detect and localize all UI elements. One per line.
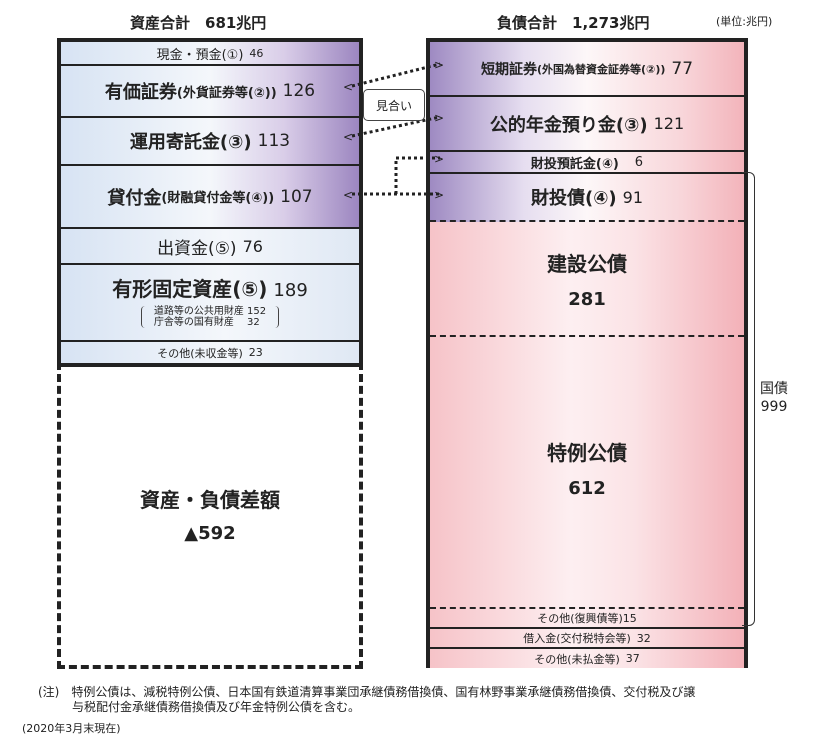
- arrowhead-icon: >: [434, 188, 444, 202]
- liab-filp-deposit: 財投預託金(④) 6: [430, 152, 744, 174]
- label: 特例公債: [547, 441, 627, 465]
- label: 現金・預金(①): [156, 47, 244, 63]
- asset-pension-deposit: 運用寄託金(③)113: [61, 118, 359, 166]
- value: 113: [257, 131, 291, 151]
- arrowhead-icon: >: [434, 152, 444, 166]
- liabilities-title: 負債合計 1,273兆円: [497, 14, 650, 32]
- label: 国債: [760, 381, 788, 397]
- value: 6: [634, 154, 644, 170]
- arrow-securities: [351, 62, 441, 88]
- value: 32: [636, 631, 651, 645]
- value: 23: [248, 346, 263, 359]
- value: 46: [249, 46, 264, 60]
- assets-title: 資産合計 681兆円: [130, 14, 267, 32]
- value: 612: [568, 478, 606, 499]
- value: 107: [280, 186, 313, 207]
- tangible-breakdown: 道路等の公共用財産 152 庁舎等の国有財産 32: [140, 306, 280, 328]
- asset-cash: 現金・預金(①) 46: [61, 42, 359, 66]
- label: 出資金(⑤): [157, 238, 237, 259]
- liab-short-term: 短期証券(外国為替資金証券等(②)) 77: [430, 42, 744, 97]
- arrowhead-icon: <: [343, 80, 353, 94]
- label: その他(未収金等): [157, 346, 243, 360]
- asset-tangible-fixed: 有形固定資産(⑤)189 道路等の公共用財産 152 庁舎等の国有財産 32: [61, 265, 359, 342]
- arrowhead-icon: >: [434, 58, 444, 72]
- label: 短期証券: [480, 61, 537, 78]
- asset-investment: 出資金(⑤)76: [61, 229, 359, 265]
- match-label: 見合い: [363, 89, 425, 121]
- value: 32: [247, 317, 260, 328]
- label: 財投預託金(④): [530, 156, 619, 172]
- value: 15: [622, 611, 637, 625]
- asset-loans: 貸付金(財融貸付金等(④)) 107: [61, 166, 359, 229]
- sublabel: (財融貸付金等(④)): [161, 191, 275, 206]
- arrowhead-icon: <: [343, 130, 353, 144]
- note-line-2: 与税配付金承継債務借換債及び年金特例公債を含む。: [72, 700, 361, 714]
- sublabel: (外国為替資金証券等(②)): [536, 62, 666, 76]
- net-position-box: 資産・負債差額 ▲592: [57, 362, 363, 669]
- as-of-date: (2020年3月末現在): [22, 722, 121, 735]
- liab-other-payables: その他(未払金等) 37: [430, 649, 744, 668]
- liab-borrowings: 借入金(交付税特会等) 32: [430, 629, 744, 649]
- label: 道路等の公共用財産: [153, 306, 244, 317]
- label: 有価証券: [104, 82, 177, 103]
- value: 126: [282, 81, 316, 101]
- label: 借入金(交付税特会等): [523, 632, 631, 645]
- value: 37: [625, 652, 640, 665]
- liabilities-box: 短期証券(外国為替資金証券等(②)) 77 公的年金預り金(③) 121 財投預託金…: [426, 38, 748, 668]
- label: その他(復興債等): [537, 612, 623, 625]
- label: 貸付金: [107, 187, 162, 209]
- asset-securities: 有価証券(外貨証券等(②)) 126: [61, 66, 359, 118]
- value: 281: [568, 288, 606, 310]
- label: 有形固定資産(⑤): [112, 277, 268, 301]
- arrow-filp-deposit: [394, 156, 440, 194]
- liab-other-reconstruction: その他(復興債等)15: [430, 609, 744, 629]
- value: 999: [760, 399, 788, 415]
- liab-filp-bonds: 財投債(④)91: [430, 174, 744, 222]
- value: 77: [671, 58, 694, 79]
- value: 189: [273, 280, 308, 301]
- label: 建設公債: [547, 251, 627, 276]
- liab-pension: 公的年金預り金(③) 121: [430, 97, 744, 152]
- arrowhead-icon: >: [434, 111, 444, 125]
- unit-label: (単位:兆円): [716, 15, 773, 28]
- label: 財投債(④): [530, 188, 617, 209]
- jgb-bracket: [742, 172, 755, 626]
- value: 121: [653, 114, 685, 133]
- asset-other: その他(未収金等) 23: [61, 342, 359, 367]
- net-value: ▲592: [184, 522, 236, 544]
- value: 91: [622, 187, 644, 207]
- liab-construction-bonds: 建設公債 281: [430, 222, 744, 337]
- liab-deficit-bonds: 特例公債 612: [430, 337, 744, 609]
- assets-box: 現金・預金(①) 46 有価証券(外貨証券等(②)) 126 運用寄託金(③)113…: [57, 38, 363, 367]
- label: その他(未払金等): [534, 652, 620, 666]
- value: 152: [247, 306, 267, 317]
- jgb-label: 国債 999: [760, 380, 788, 416]
- label: 運用寄託金(③): [129, 132, 252, 153]
- label: 公的年金預り金(③): [489, 114, 648, 136]
- net-label: 資産・負債差額: [140, 487, 280, 512]
- arrowhead-icon: <: [343, 188, 353, 202]
- value: 76: [242, 236, 263, 256]
- note-line-1: (注) 特例公債は、減税特例公債、日本国有鉄道清算事業団承継債務借換債、国有林野…: [38, 685, 696, 699]
- sublabel: (外貨証券等(②)): [176, 85, 277, 101]
- label: 庁舎等の国有財産: [153, 317, 234, 328]
